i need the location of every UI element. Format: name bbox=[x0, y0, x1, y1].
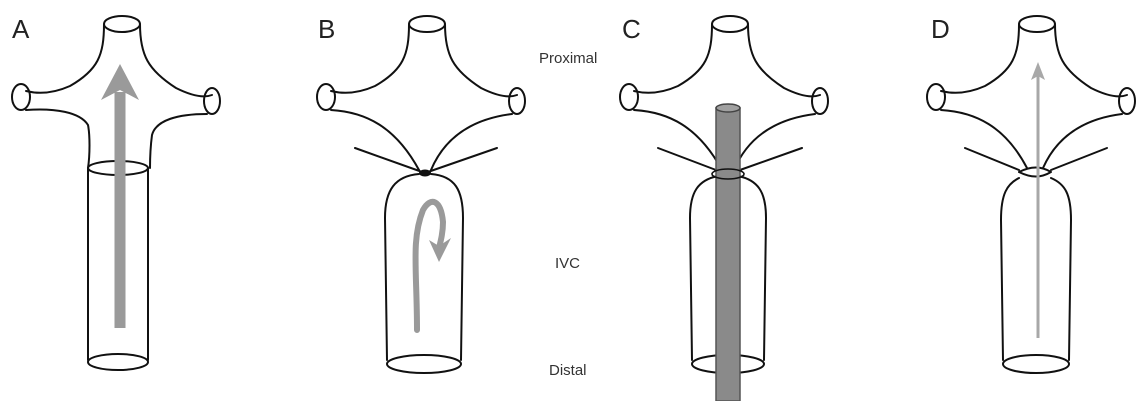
catheter bbox=[712, 104, 744, 401]
panel-c-diagram bbox=[608, 0, 848, 401]
ivc-tube-outline bbox=[1001, 168, 1071, 374]
occlusion-point bbox=[419, 170, 431, 177]
membrane-lines bbox=[355, 148, 497, 173]
antegrade-flow-arrow bbox=[101, 64, 139, 328]
recirculating-flow-arrow bbox=[416, 202, 452, 330]
hepatic-veins-outline bbox=[927, 16, 1135, 168]
proximal-label: Proximal bbox=[539, 50, 597, 67]
panel-b-diagram bbox=[305, 0, 545, 401]
hepatic-veins-outline bbox=[317, 16, 525, 170]
panel-d-diagram bbox=[915, 0, 1137, 401]
panel-a-diagram bbox=[0, 0, 240, 401]
recanalized-flow-arrow bbox=[1031, 62, 1045, 338]
ivc-label: IVC bbox=[555, 255, 580, 272]
distal-label: Distal bbox=[549, 362, 587, 379]
